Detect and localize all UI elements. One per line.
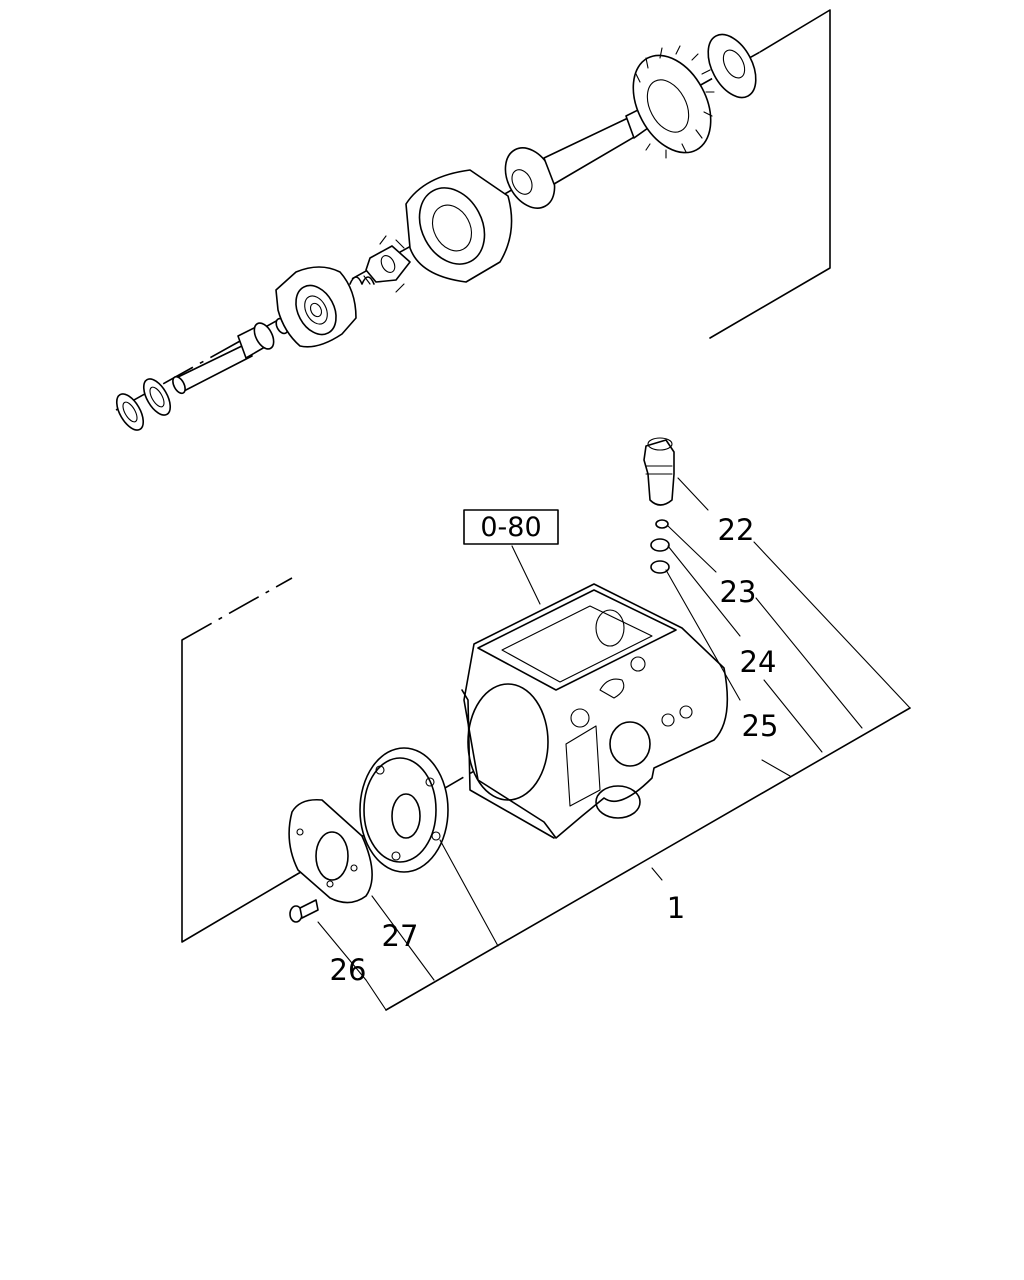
callout-26: 26 bbox=[330, 953, 367, 987]
callout-27: 27 bbox=[382, 919, 419, 953]
lower-housing-assembly: 0-80 22 23 24 25 1 27 26 bbox=[181, 437, 911, 1011]
callout-22: 22 bbox=[718, 513, 755, 547]
leader-lines bbox=[317, 477, 911, 1011]
upper-shaft-assembly bbox=[115, 9, 831, 431]
callout-23: 23 bbox=[720, 575, 757, 609]
gear bbox=[632, 45, 715, 159]
cover-plate bbox=[288, 798, 373, 904]
o-ring-25 bbox=[650, 560, 670, 574]
center-line-lower bbox=[181, 577, 293, 641]
bracket-upper-right bbox=[709, 9, 831, 339]
drive-shaft bbox=[172, 322, 275, 395]
callout-24: 24 bbox=[740, 645, 777, 679]
thrust-washer bbox=[707, 33, 757, 99]
callout-25: 25 bbox=[742, 709, 779, 743]
reference-leader bbox=[511, 545, 541, 605]
washer-pair bbox=[115, 378, 172, 431]
screw bbox=[289, 899, 319, 923]
pump-cover-plate bbox=[275, 266, 357, 348]
small-washer bbox=[655, 519, 669, 529]
governor-shaft bbox=[504, 107, 649, 209]
pump-housing bbox=[461, 583, 729, 839]
delivery-fitting bbox=[643, 437, 675, 506]
vane-rotor bbox=[363, 235, 411, 293]
liner-ring bbox=[405, 169, 513, 283]
callout-1: 1 bbox=[667, 891, 685, 925]
reference-label: 0-80 bbox=[480, 512, 541, 543]
bracket-lower-left bbox=[181, 639, 295, 943]
o-ring-24 bbox=[650, 538, 670, 552]
reference-box bbox=[463, 509, 559, 545]
adaptor-flange bbox=[359, 747, 449, 873]
spring bbox=[349, 276, 375, 285]
